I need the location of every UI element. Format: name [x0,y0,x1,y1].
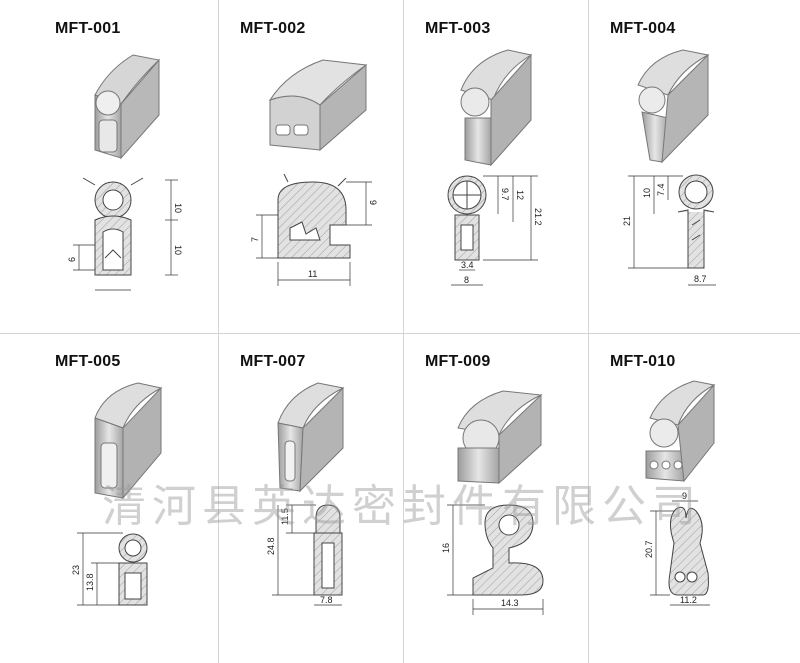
company-watermark: 清河县英达密封件有限公司 [102,481,702,532]
dimension-label: 7.4 [656,183,666,196]
profile-3d-view [460,49,533,167]
product-code: MFT-003 [425,20,491,37]
grid-divider [218,0,219,663]
dimension-label: 10 [642,188,652,198]
dimension-label: 23 [71,565,81,575]
dimension-lines [447,504,544,615]
dimension-label: 6 [67,257,77,262]
dimension-label: 11.5 [280,508,290,525]
product-code: MFT-007 [240,353,306,370]
product-drawing: 23 13.8 [71,382,163,606]
profile-section [313,504,343,596]
product-drawing: 9 7 11 [250,59,378,286]
product-drawing: 10 7.4 21 8.7 [622,49,716,286]
dimension-label: 10 [173,203,183,213]
product-card-mft-005: MFT-005 23 13.8 [33,333,218,653]
dimension-label: 11 [308,269,317,279]
product-drawing: 9 20.7 11.2 [644,380,716,606]
product-card-mft-004: MFT-004 10 7.4 21 8.7 [588,0,773,320]
profile-3d-view [94,382,163,500]
dimension-label: 9 [682,491,687,501]
product-code: MFT-001 [55,20,121,37]
dimension-label: 9 [368,200,378,205]
dimension-lines [77,532,123,606]
product-drawing: 11.5 24.8 7.8 [266,382,345,606]
product-code: MFT-002 [240,20,306,37]
product-code: MFT-004 [610,20,676,37]
dimension-label: 10 [173,245,183,255]
profile-section [118,533,148,606]
profile-3d-view [94,54,161,160]
dimension-label: 11.2 [680,595,697,605]
dimension-lines [73,179,178,291]
dimension-lines [256,181,372,286]
dimension-label: 3.4 [461,260,474,270]
profile-section [447,175,487,261]
dimension-lines [272,504,342,606]
dimension-label: 8.7 [694,274,707,284]
product-drawing: 9.7 12 21.2 3.4 8 [447,49,543,286]
product-drawing: 10 10 6 [67,54,183,291]
grid-divider [403,0,404,663]
dimension-label: 12 [515,190,525,200]
dimension-label: 21 [622,216,632,226]
product-drawing: 16 14.3 [441,390,544,615]
dimension-label: 8 [464,275,469,285]
dimension-label: 9.7 [500,188,510,201]
grid-divider [0,333,800,334]
product-code: MFT-009 [425,353,491,370]
product-card-mft-009: MFT-009 16 14.3 [403,333,588,653]
product-card-mft-001: MFT-001 [33,0,218,320]
dimension-label: 14.3 [501,598,519,608]
dimension-lines [628,175,716,286]
profile-3d-view [268,59,368,152]
profile-3d-view [277,382,345,493]
dimension-label: 13.8 [85,573,95,591]
profile-3d-view [637,49,710,164]
dimension-lines [451,175,538,286]
dimension-label: 21.2 [533,208,543,226]
dimension-label: 20.7 [644,540,654,558]
profile-section [472,504,544,596]
profile-section [277,173,351,259]
product-card-mft-007: MFT-007 11.5 24.8 7.8 [218,333,403,653]
product-code: MFT-010 [610,353,676,370]
dimension-label: 24.8 [266,537,276,555]
profile-section [82,177,144,276]
profile-section [677,174,715,269]
product-card-mft-003: MFT-003 9.7 12 21.2 3 [403,0,588,320]
dimension-label: 7 [250,237,260,242]
dimension-label: 16 [441,543,451,553]
product-card-mft-002: MFT-002 9 7 11 [218,0,403,320]
profile-section [668,506,709,596]
dimension-label: 7.8 [320,595,333,605]
profile-3d-view [645,380,716,483]
grid-divider [588,0,589,663]
dimension-lines [650,500,710,606]
profile-3d-view [457,390,543,485]
product-code: MFT-005 [55,353,121,370]
product-card-mft-010: MFT-010 9 20.7 11.2 [588,333,773,653]
